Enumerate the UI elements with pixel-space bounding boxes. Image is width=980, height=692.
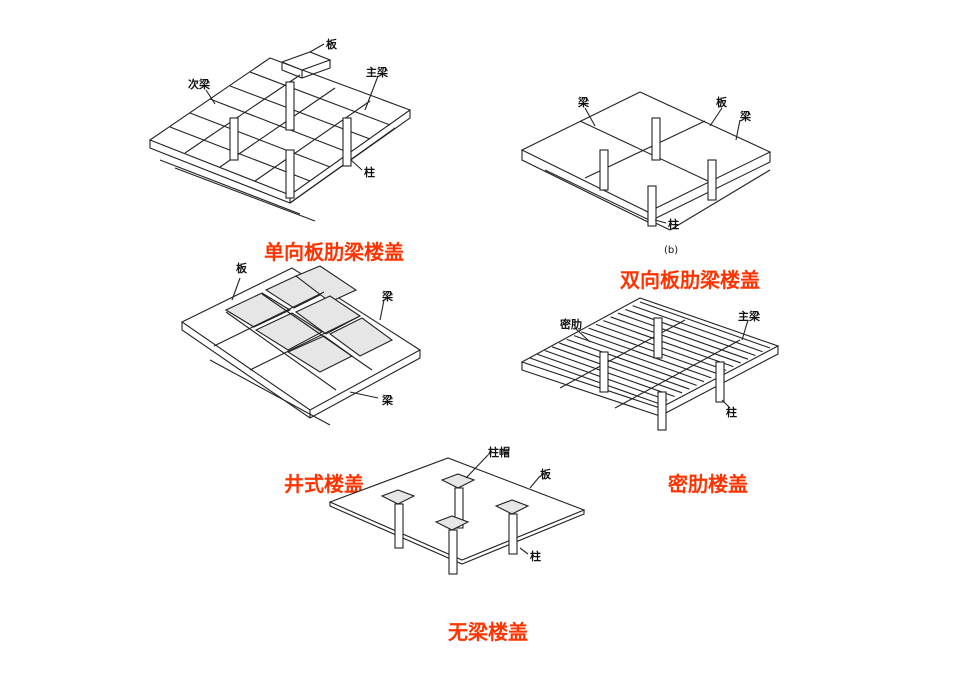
sublabel-b: (b) — [664, 245, 679, 256]
caption-one-way: 单向板肋梁楼盖 — [264, 240, 404, 264]
label-secondary-beam: 次梁 — [188, 78, 210, 91]
rib-line — [559, 342, 690, 390]
label-column: 柱 — [668, 218, 679, 231]
label-slab: 板 — [326, 38, 337, 51]
rib-line — [617, 312, 749, 360]
label-slab: 板 — [236, 262, 247, 275]
rib-line — [544, 350, 675, 398]
caption-waffle: 井式楼盖 — [284, 472, 364, 496]
rib-line — [566, 338, 697, 386]
rib-line — [632, 305, 763, 353]
rib-line — [625, 308, 756, 356]
label-column: 柱 — [726, 406, 737, 419]
caption-two-way: 双向板肋梁楼盖 — [620, 268, 760, 292]
label-main-beam: 主梁 — [366, 66, 388, 79]
rib-line — [610, 316, 741, 364]
label-slab: 板 — [540, 468, 551, 481]
rib-line — [573, 335, 705, 383]
rib-line — [581, 331, 712, 379]
rib-line — [603, 320, 734, 368]
label-slab: 板 — [716, 96, 727, 109]
label-beam-bottom: 梁 — [382, 394, 393, 407]
label-beam-right: 梁 — [740, 110, 751, 123]
caption-flat: 无梁楼盖 — [448, 620, 528, 644]
caption-ribbed: 密肋楼盖 — [668, 472, 748, 496]
label-beam-top: 梁 — [382, 290, 393, 303]
rib-line — [551, 346, 683, 394]
label-column: 柱 — [530, 550, 541, 563]
label-beam-left: 梁 — [578, 96, 589, 109]
label-rib: 密肋 — [560, 318, 582, 331]
label-column: 柱 — [364, 166, 375, 179]
label-capital: 柱帽 — [488, 446, 510, 459]
rib-line — [639, 301, 771, 349]
label-main-beam: 主梁 — [738, 310, 760, 323]
rib-line — [529, 357, 661, 405]
